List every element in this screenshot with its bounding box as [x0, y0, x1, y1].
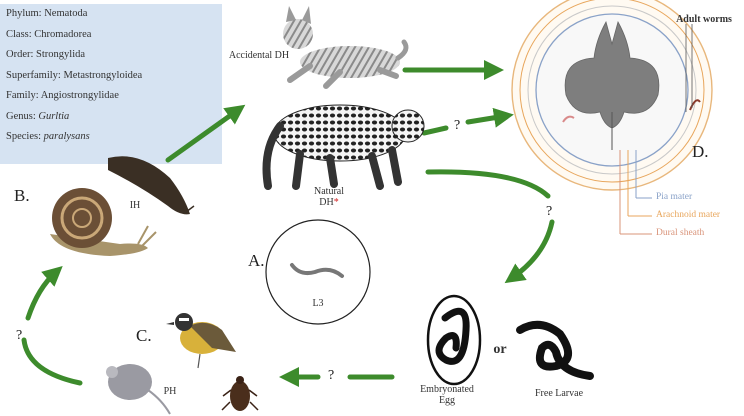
stage-b-letter: B.	[14, 186, 30, 206]
stage-a-letter: A.	[248, 251, 265, 271]
question-mark-ph: ?	[328, 368, 334, 384]
arachnoid-mater-label: Arachnoid mater	[656, 210, 720, 220]
question-mark-snail: ?	[16, 328, 22, 344]
arrow-ph-to-snail-up	[28, 272, 56, 318]
ph-label: PH	[158, 386, 182, 397]
arrow-snail-to-hosts	[168, 110, 238, 160]
stage-c-letter: C.	[136, 326, 152, 346]
embryonated-egg	[428, 296, 480, 384]
question-mark-egg: ?	[546, 204, 552, 220]
adult-worms-label: Adult worms	[672, 14, 736, 25]
ih-label: IH	[125, 200, 145, 211]
bird-illustration	[166, 313, 236, 368]
arrow-spinal-to-egg	[428, 172, 548, 196]
stage-d-letter: D.	[692, 142, 709, 162]
arrow-ph-to-snail	[24, 340, 80, 383]
free-larvae-shape	[520, 325, 590, 376]
slug-illustration	[108, 156, 194, 214]
natural-dh-label: Natural DH*	[306, 186, 352, 208]
free-larvae-label: Free Larvae	[524, 388, 594, 399]
beetle-illustration	[222, 376, 258, 411]
accidental-dh-label: Accidental DH	[226, 50, 292, 61]
dural-sheath-label: Dural sheath	[656, 228, 704, 238]
l3-label: L3	[306, 298, 330, 309]
wild-cat-illustration	[267, 105, 425, 186]
arrow-natural-short	[424, 128, 446, 133]
arrow-spinal-to-egg-lower	[512, 222, 552, 278]
or-label: or	[490, 344, 510, 355]
arrow-natural-to-spinal	[468, 116, 505, 122]
snail-illustration	[50, 188, 156, 256]
cat-illustration	[283, 6, 406, 86]
pia-mater-label: Pia mater	[656, 192, 692, 202]
embryonated-egg-label: Embryonated Egg	[412, 384, 482, 406]
question-mark-natural: ?	[454, 118, 460, 134]
